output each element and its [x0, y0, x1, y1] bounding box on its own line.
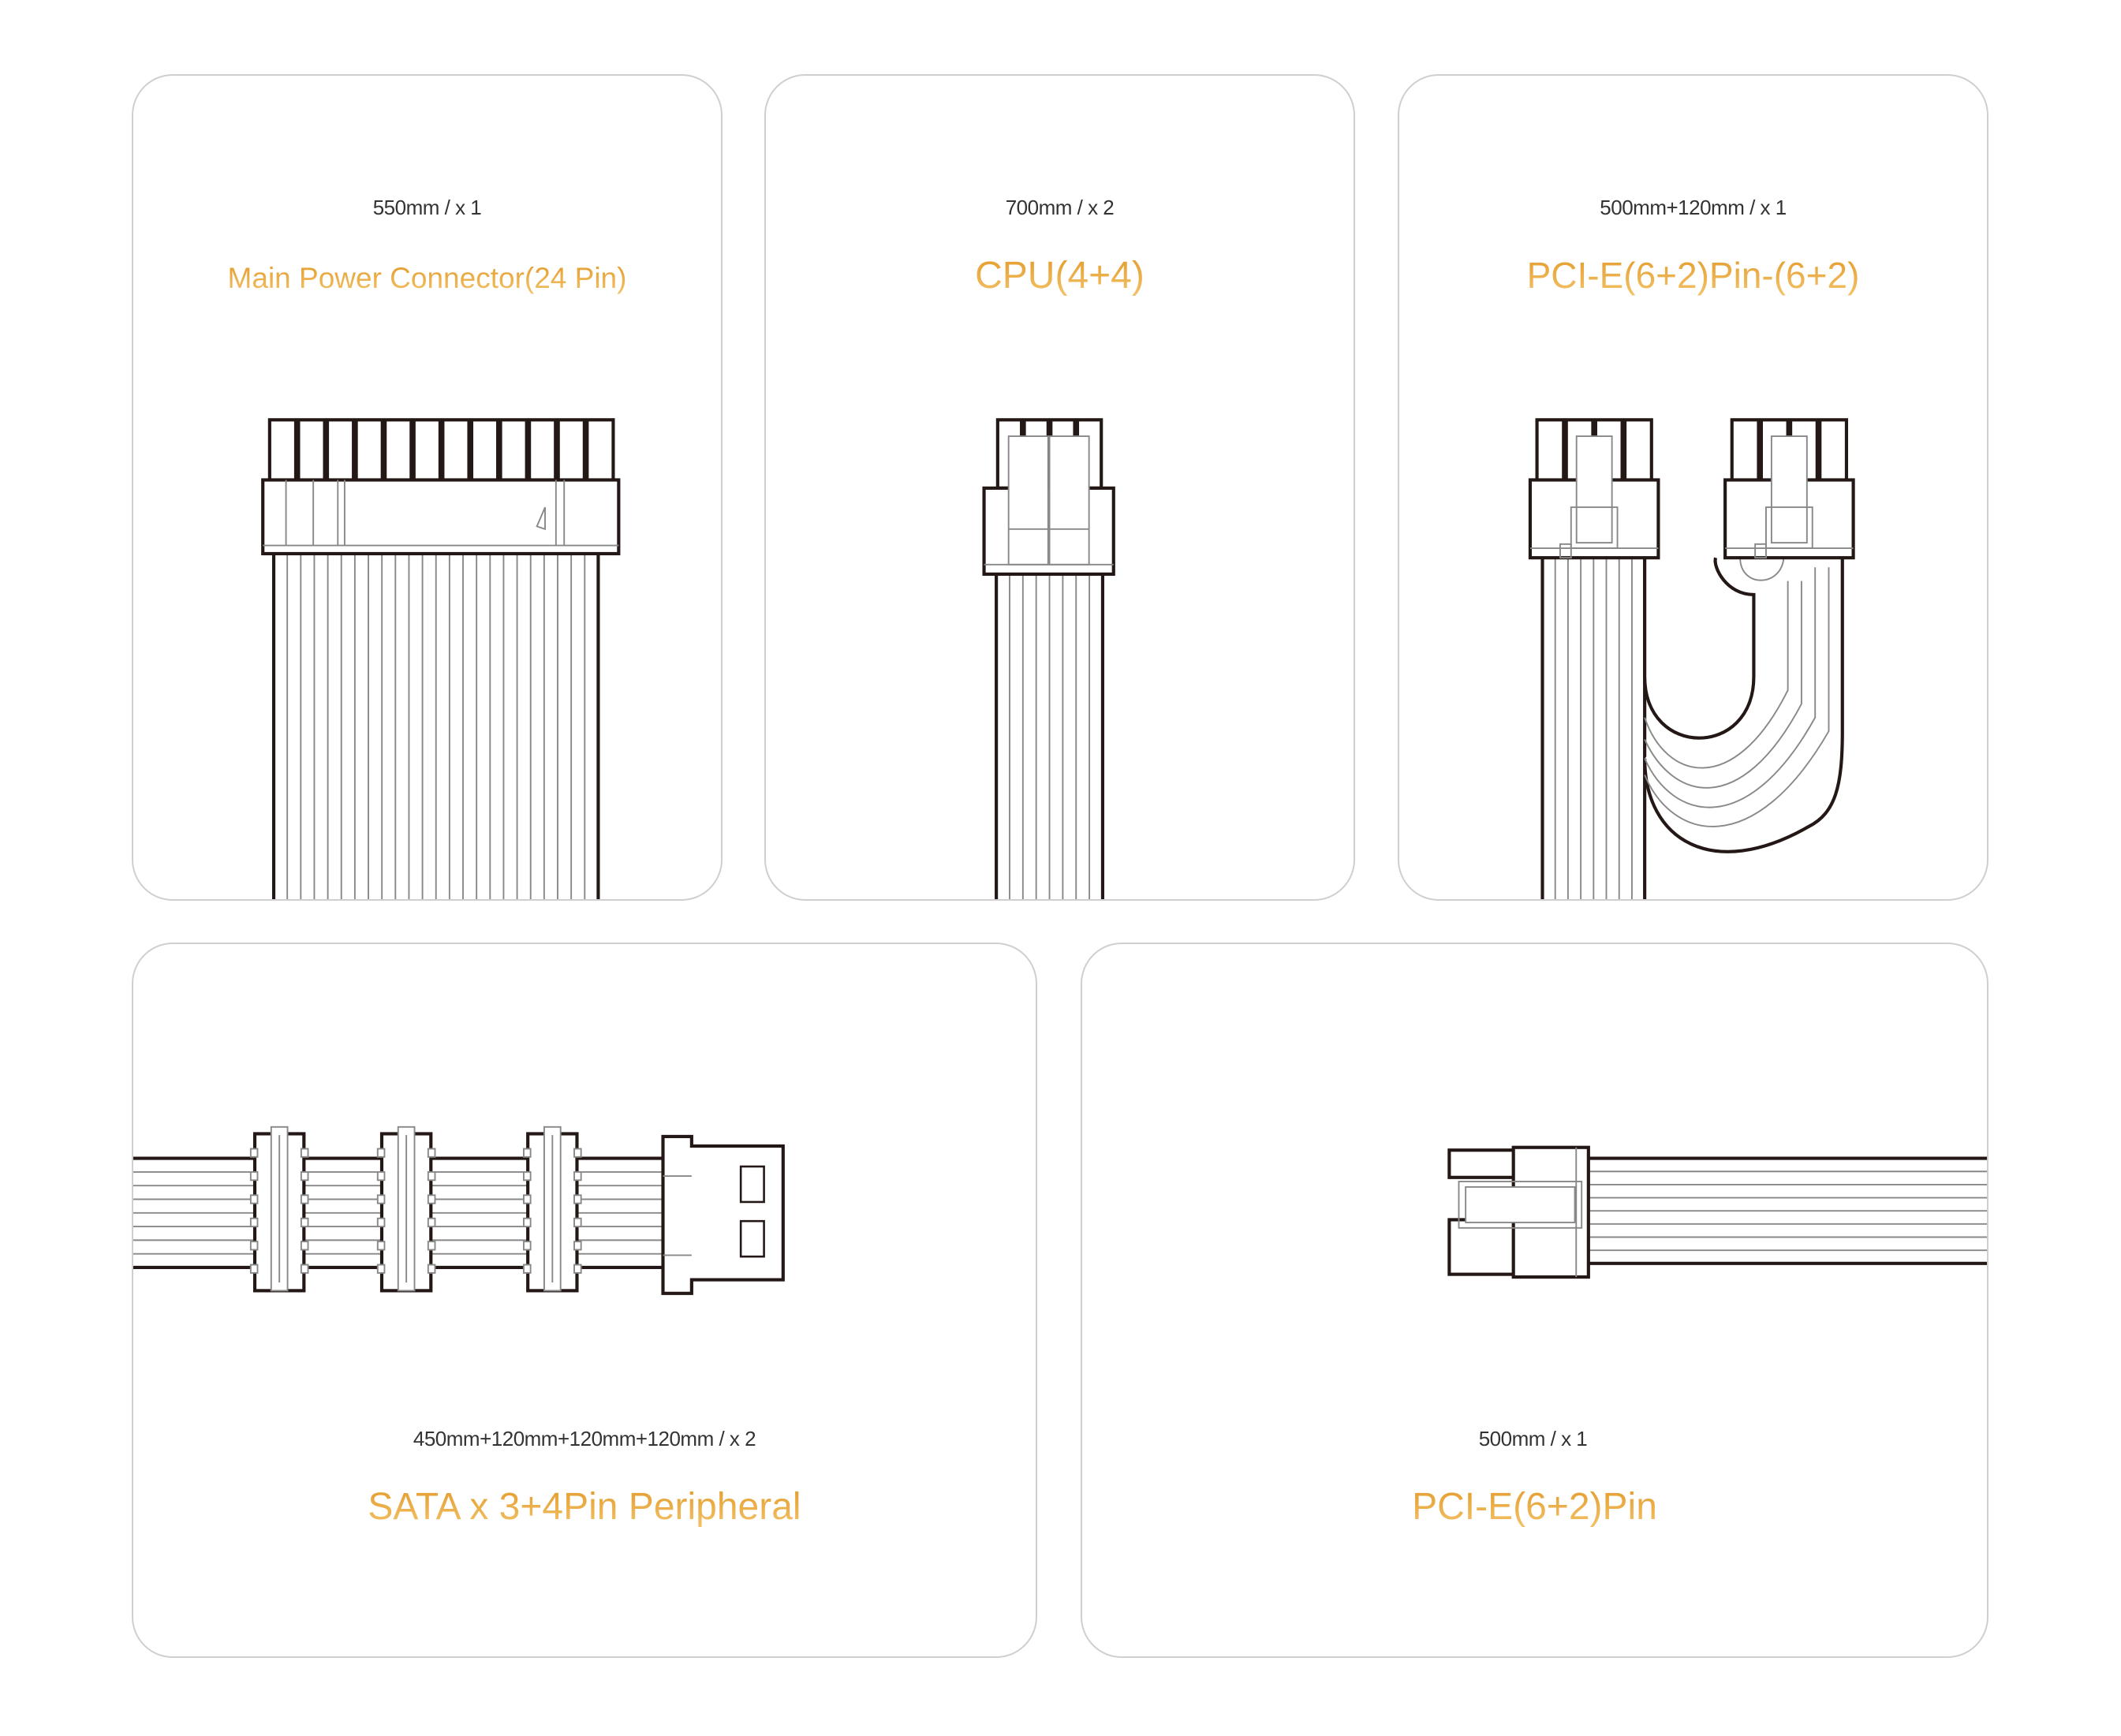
cable-card-pcie-dual: 500mm+120mm / x 1 PCI-E(6+2)Pin-(6+2): [1398, 74, 1988, 901]
cable-spec: 700mm / x 2: [1005, 196, 1115, 219]
cable-title: SATA x 3+4Pin Peripheral: [133, 1485, 1036, 1529]
cable-card-main-power: 550mm / x 1 Main Power Connector(24 Pin): [132, 74, 723, 901]
cable-title: PCI-E(6+2)Pin-(6+2): [1399, 254, 1987, 297]
cable-title: CPU(4+4): [766, 254, 1354, 297]
connector-pins: [267, 418, 615, 487]
connector-housing: [261, 478, 621, 556]
pcie-connector-right: [1723, 418, 1855, 560]
sata-clip: [249, 1126, 309, 1293]
wire-bundle-main: [1540, 558, 1647, 899]
pcie-connector: [1447, 1145, 1590, 1279]
pcie-connector-left: [1528, 418, 1660, 560]
wire-bundle-branch: [1643, 557, 1844, 853]
pcie-single-connector-illustration: [1447, 1145, 1987, 1279]
wire-bundle: [995, 573, 1105, 899]
sata-peripheral-cable-illustration: [133, 1126, 785, 1295]
cable-spec: 450mm+120mm+120mm+120mm / x 2: [413, 1427, 756, 1450]
pcie-dual-connector-illustration: [1528, 418, 1855, 899]
sata-clip: [523, 1126, 582, 1293]
cpu-4plus4-connector-illustration: [982, 418, 1115, 899]
wire-bundle: [271, 553, 600, 899]
cable-card-cpu: 700mm / x 2 CPU(4+4): [764, 74, 1355, 901]
cable-spec: 500mm / x 1: [1478, 1427, 1588, 1450]
cable-bundle: [1588, 1156, 1987, 1265]
molex-connector: [661, 1134, 785, 1295]
cable-title: Main Power Connector(24 Pin): [133, 262, 721, 295]
atx-24pin-connector-illustration: [261, 418, 621, 899]
cable-card-sata: 450mm+120mm+120mm+120mm / x 2 SATA x 3+4…: [132, 943, 1037, 1658]
cable-spec: 550mm / x 1: [372, 196, 482, 219]
cable-title: PCI-E(6+2)Pin: [1082, 1485, 1987, 1529]
cable-spec: 500mm+120mm / x 1: [1600, 196, 1787, 219]
connector-housing: [982, 435, 1115, 577]
sata-clip: [376, 1126, 436, 1293]
cable-card-pcie-single: 500mm / x 1 PCI-E(6+2)Pin: [1081, 943, 1988, 1658]
